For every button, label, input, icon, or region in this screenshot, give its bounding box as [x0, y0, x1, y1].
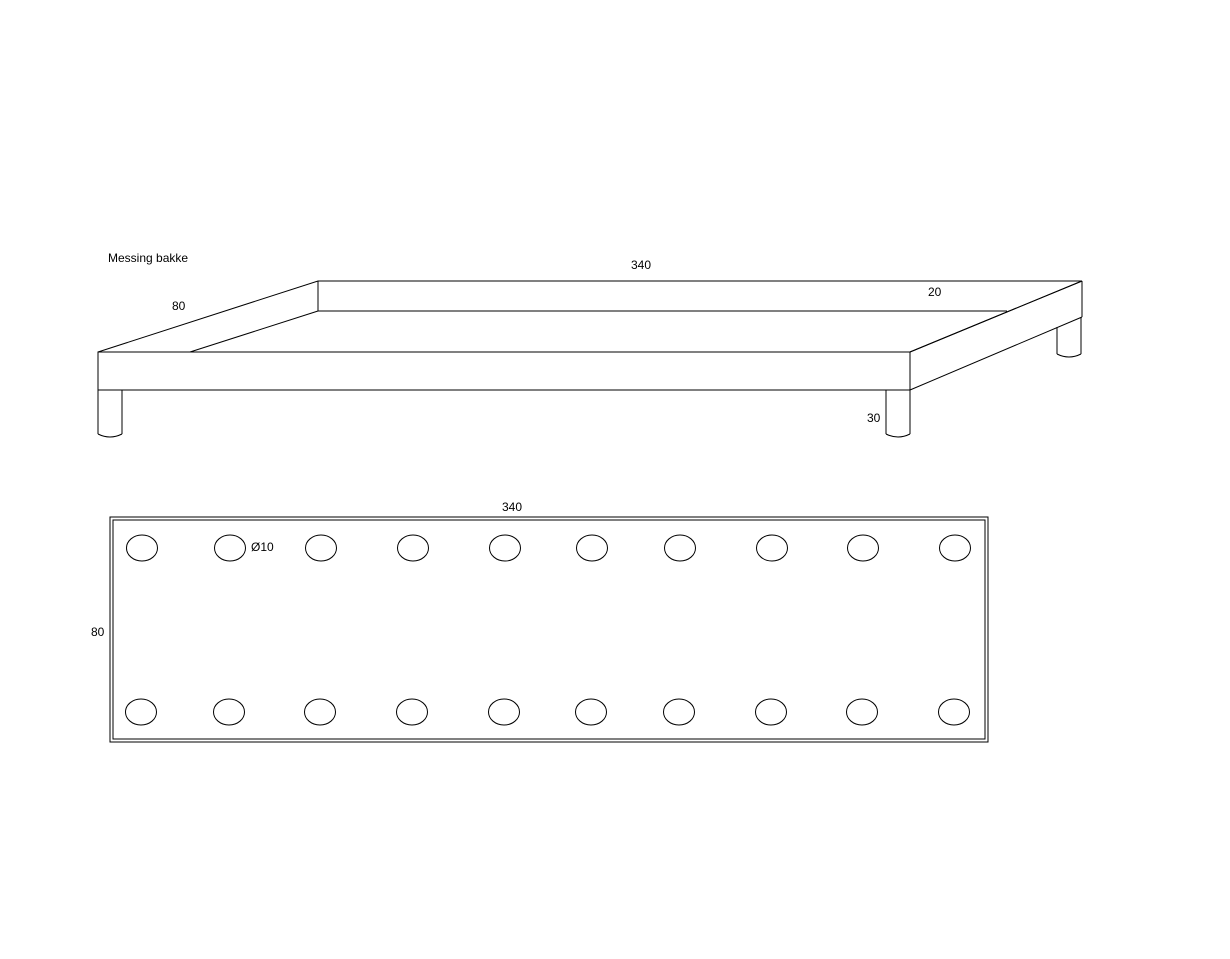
- hole: [663, 698, 695, 726]
- hole: [755, 698, 787, 726]
- hole: [214, 534, 246, 562]
- top-width-dimension: 80: [91, 625, 105, 639]
- leg-back-right: [1056, 317, 1082, 358]
- tray-right-bottom-edge: [909, 316, 1083, 391]
- iso-length-dimension: 340: [630, 258, 652, 272]
- hole: [847, 534, 879, 562]
- tray-right-top-edge: [909, 280, 1083, 353]
- tray-inner-left-edge: [189, 310, 319, 353]
- hole: [396, 698, 428, 726]
- hole: [756, 534, 788, 562]
- plate-inner-outline: [112, 519, 986, 740]
- hole: [489, 534, 521, 562]
- drawing-title: Messing bakke: [108, 251, 189, 265]
- iso-rim-width-dimension: 20: [928, 285, 942, 299]
- hole: [846, 698, 878, 726]
- top-length-dimension: 340: [501, 500, 523, 514]
- hole-diameter-dimension: Ø10: [251, 540, 274, 554]
- iso-leg-height-dimension: 30: [867, 411, 881, 425]
- iso-width-dimension: 80: [172, 299, 186, 313]
- hole: [213, 698, 245, 726]
- hole: [938, 698, 970, 726]
- isometric-tray-view: [97, 280, 1083, 438]
- hole: [305, 534, 337, 562]
- hole: [397, 534, 429, 562]
- hole: [939, 534, 971, 562]
- hole: [304, 698, 336, 726]
- hole: [125, 698, 157, 726]
- tray-front-face: [97, 351, 911, 391]
- plate-outer-outline: [109, 516, 989, 743]
- hole: [576, 534, 608, 562]
- leg-front-left: [97, 390, 123, 438]
- leg-front-right: [885, 390, 911, 438]
- hole: [664, 534, 696, 562]
- hole: [575, 698, 607, 726]
- top-view-plate: [109, 516, 989, 743]
- hole: [126, 534, 158, 562]
- hole: [488, 698, 520, 726]
- hole-pattern: [125, 534, 971, 726]
